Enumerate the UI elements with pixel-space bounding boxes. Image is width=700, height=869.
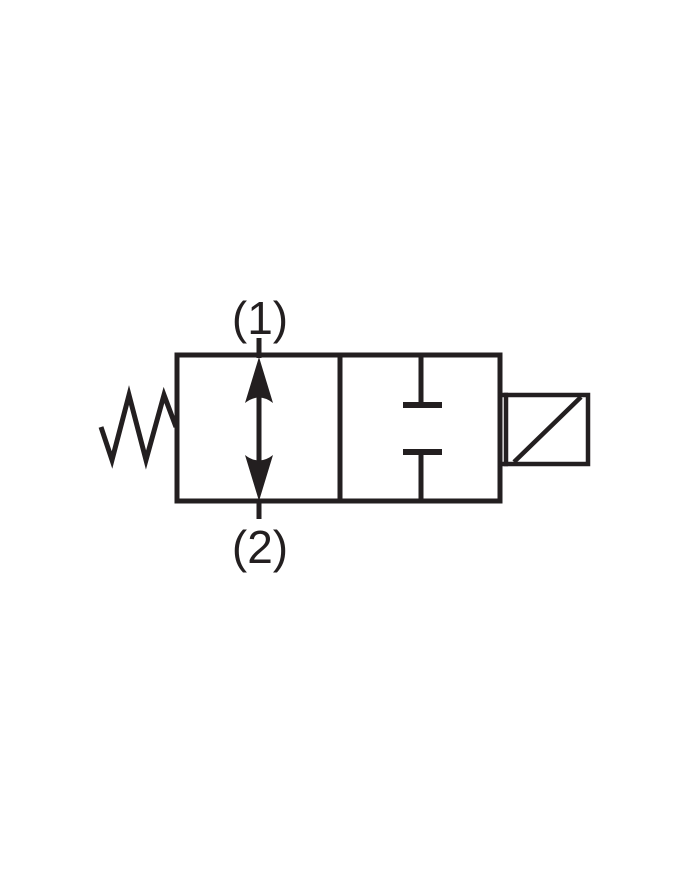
port-label-1: (1)	[232, 292, 288, 344]
port-label-2: (2)	[232, 521, 288, 573]
solenoid-box	[503, 392, 591, 467]
flow-path-double-arrow-icon	[245, 357, 273, 501]
arrowhead-down	[245, 455, 273, 501]
arrowhead-up	[245, 357, 273, 403]
solenoid-coil-icon	[498, 392, 591, 467]
solenoid-diagonal	[512, 395, 583, 464]
blocked-ports-icon	[403, 355, 442, 501]
return-spring-icon	[98, 385, 179, 470]
